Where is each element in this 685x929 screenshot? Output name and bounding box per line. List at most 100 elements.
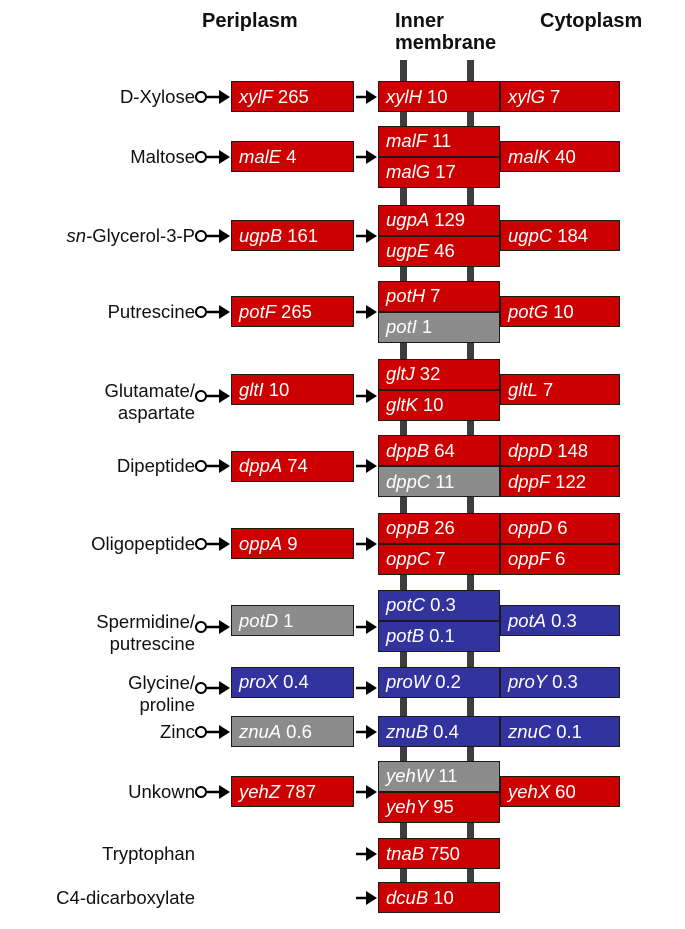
substrate-text: Putrescine (107, 300, 195, 322)
substrate-dppb-arrow-icon (195, 459, 230, 473)
inner-prow-gene: proW (386, 671, 431, 692)
inner-malf-value: 11 (432, 130, 452, 151)
inner-dppc-value: 11 (435, 470, 455, 492)
inner-xylh-gene: xylH (386, 85, 422, 107)
cyto-proy-gene: proY (508, 671, 548, 692)
peri-yehz-value: 787 (285, 780, 317, 802)
inner-prow-value: 0.2 (435, 671, 461, 692)
periplasm-xylh-arrow-icon (356, 89, 377, 104)
inner-yehy-value: 95 (433, 796, 454, 817)
inner-malg-gene: malG (386, 161, 431, 182)
substrate-text: C4-dicarboxylate (56, 886, 195, 908)
substrate-line: Putrescine (108, 301, 195, 323)
peri-glti-value: 10 (268, 378, 290, 400)
inner-dcub-gene: dcuB (386, 886, 429, 908)
peri-potd-gene: potD (239, 609, 279, 631)
substrate-text: Maltose (130, 145, 195, 167)
cyto-xylg-gene: xylG (508, 85, 545, 107)
cyto-dppd-gene: dppD (508, 439, 553, 461)
cyto-dppd-value: 148 (557, 439, 589, 461)
cyto-znuc-gene: znuC (508, 720, 552, 742)
peri-dppa-value: 74 (287, 455, 308, 476)
substrate-dcub-arrow-icon (356, 890, 377, 905)
inner-dppb-value: 64 (434, 439, 455, 461)
substrate-line: Zinc (160, 721, 195, 743)
substrate-line: Unkown (128, 781, 195, 803)
substrate-prow-arrow-icon (195, 681, 230, 695)
inner-yehw-value: 11 (438, 765, 458, 786)
inner-oppb-gene: oppB (386, 517, 430, 538)
substrate-label-dppb: Dipeptide (117, 455, 195, 477)
inner-znub-gene: znuB (386, 720, 429, 742)
cyto-pota-gene: potA (508, 609, 547, 631)
inner-tnab-gene: tnaB (386, 842, 425, 864)
inner-xylh-value: 10 (426, 85, 448, 107)
periplasm-ugpa-arrow-icon (356, 228, 377, 243)
peri-prox-value: 0.4 (283, 671, 309, 692)
substrate-text: Dipeptide (116, 455, 195, 476)
cyto-ugpc-value: 184 (557, 224, 589, 246)
cyto-gltl-value: 7 (542, 378, 554, 400)
cyto-oppd-gene: oppD (508, 517, 553, 538)
cyto-xylg-value: 7 (550, 85, 561, 107)
peri-glti-gene: gltI (239, 378, 264, 400)
peri-oppa-gene: oppA (239, 532, 283, 554)
substrate-line: aspartate (105, 402, 195, 424)
periplasm-znub-arrow-icon (356, 724, 377, 739)
peri-xylf-gene: xylF (239, 85, 273, 107)
inner-oppc-gene: oppC (386, 548, 431, 569)
substrate-line: D-Xylose (120, 86, 195, 108)
peri-xylf-value: 265 (277, 85, 309, 107)
substrate-xylh-arrow-icon (195, 89, 230, 104)
substrate-line: proline (128, 694, 195, 716)
peri-ugpb-gene: ugpB (239, 224, 283, 246)
substrate-line: C4-dicarboxylate (56, 887, 195, 909)
substrate-label-oppb: Oligopeptide (91, 533, 195, 555)
cytoplasm-header: Cytoplasm (540, 10, 643, 32)
peri-znua-value: 0.6 (286, 720, 312, 742)
substrate-line: Dipeptide (117, 455, 195, 477)
peri-potd-value: 1 (283, 609, 294, 631)
substrate-text: Oligopeptide (91, 532, 195, 554)
cyto-oppf-gene: oppF (508, 548, 551, 569)
inner-membrane-header: Inner membrane (395, 10, 525, 54)
substrate-label-znub: Zinc (160, 721, 195, 743)
substrate-line: Oligopeptide (91, 533, 195, 555)
substrate-line: Glutamate/ (105, 380, 196, 402)
substrate-label-tnab: Tryptophan (102, 843, 195, 865)
substrate-label-dcub: C4-dicarboxylate (56, 887, 195, 909)
inner-ugpe-gene: ugpE (386, 240, 430, 261)
peri-male-gene: malE (239, 145, 282, 167)
inner-ugpa-value: 129 (434, 209, 466, 230)
substrate-label-yehw: Unkown (128, 781, 195, 803)
inner-yehw-gene: yehW (386, 765, 434, 786)
inner-potc-gene: potC (386, 594, 426, 615)
peri-znua-gene: znuA (239, 720, 282, 742)
inner-znub-value: 0.4 (433, 720, 459, 742)
cyto-pota-value: 0.3 (551, 609, 577, 631)
inner-oppb-value: 26 (434, 517, 455, 538)
substrate-label-poth: Putrescine (108, 301, 195, 323)
cyto-znuc-value: 0.1 (556, 720, 582, 742)
cyto-potg-gene: potG (508, 300, 549, 322)
inner-membrane-header-line2: membrane (395, 32, 497, 54)
substrate-label-malf: Maltose (130, 146, 195, 168)
